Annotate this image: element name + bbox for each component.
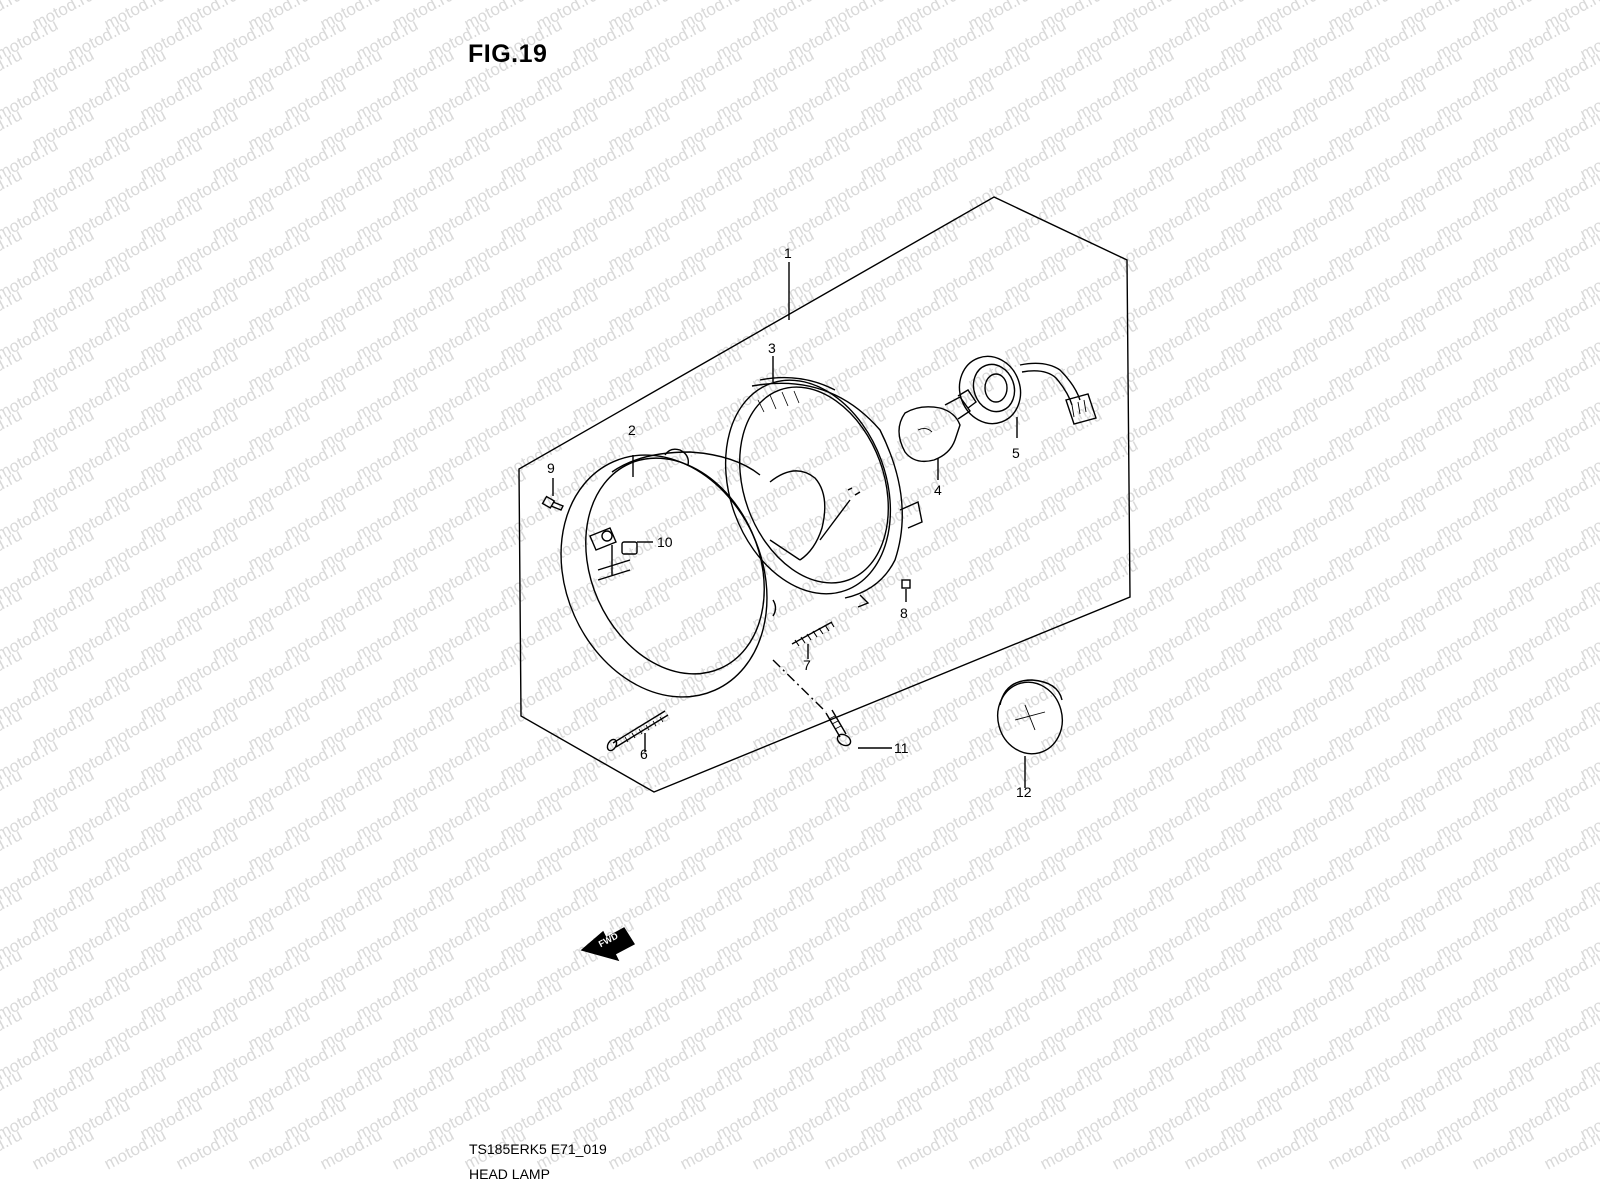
screw-9 [541, 495, 564, 511]
adjuster-spring [791, 621, 835, 647]
callout-8: 8 [900, 605, 908, 621]
callout-7: 7 [803, 657, 811, 673]
assembly-boundary [518, 196, 1131, 793]
headlamp-bulb [898, 389, 977, 463]
adjusting-screw-6 [606, 710, 669, 752]
callout-12: 12 [1016, 784, 1032, 800]
watermark-text: motod.ru [1577, 0, 1600, 4]
callout-6: 6 [640, 746, 648, 762]
callout-1: 1 [784, 245, 792, 261]
callout-11: 11 [894, 740, 909, 756]
callout-9: 9 [547, 460, 555, 476]
bulb-socket [958, 355, 1097, 425]
model-code: TS185ERK5 E71_019 [469, 1141, 607, 1157]
callout-2: 2 [628, 422, 636, 438]
callout-3: 3 [768, 340, 776, 356]
clip-10 [621, 541, 638, 555]
callout-4: 4 [934, 482, 942, 498]
headlamp-housing [560, 448, 777, 698]
callout-10: 10 [657, 534, 673, 550]
nut-8 [901, 579, 911, 589]
section-name: HEAD LAMP [469, 1166, 550, 1182]
callout-5: 5 [1012, 445, 1020, 461]
cap-12 [997, 679, 1063, 755]
headlamp-unit [724, 376, 923, 608]
